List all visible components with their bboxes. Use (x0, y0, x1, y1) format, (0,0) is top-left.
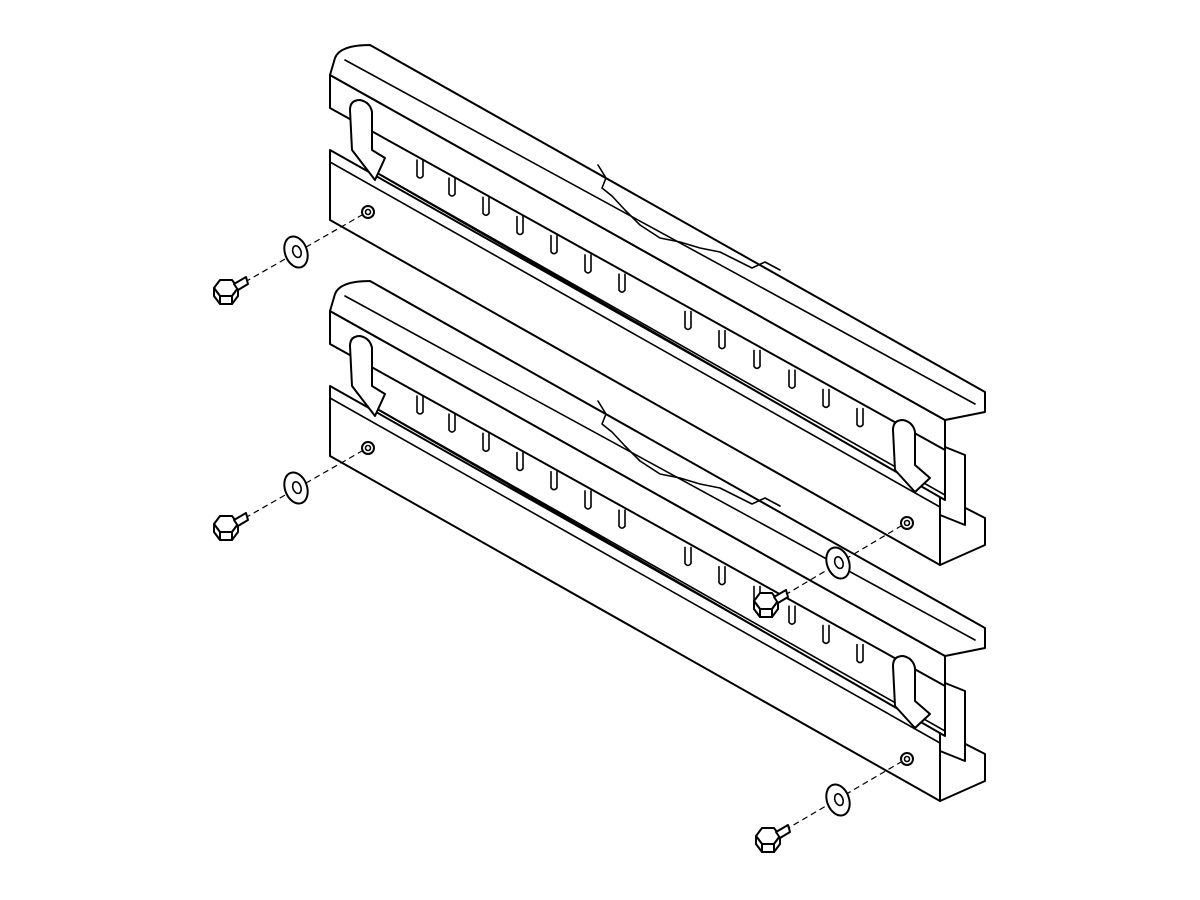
fastener-set-4 (755, 761, 902, 853)
fastener-set-3 (753, 525, 902, 618)
fastener-set-1 (213, 214, 363, 305)
adjustment-slot (584, 490, 592, 510)
washer (279, 468, 313, 508)
adjustment-slot (718, 565, 726, 586)
adjustment-slot (516, 215, 524, 236)
adjustment-slot (684, 310, 692, 331)
adjustment-slot (788, 369, 796, 389)
hex-bolt (213, 512, 249, 541)
adjustment-slot (550, 470, 558, 491)
adjustment-slot (416, 395, 424, 415)
adjustment-slot (482, 196, 490, 217)
hex-bolt (755, 824, 791, 853)
adjustment-slot (822, 624, 830, 645)
adjustment-slot (516, 451, 524, 472)
washer (821, 780, 855, 820)
washer (279, 232, 313, 272)
adjustment-slot (856, 407, 864, 428)
adjustment-slot (856, 643, 864, 664)
adjustment-slot (618, 273, 626, 293)
fastener-set-2 (213, 450, 363, 541)
adjustment-slot (718, 329, 726, 350)
adjustment-slot (584, 254, 592, 274)
adjustment-slot (482, 432, 490, 453)
mounting-rail-top (329, 44, 986, 566)
adjustment-slot (822, 388, 830, 409)
adjustment-slot (448, 413, 456, 433)
adjustment-slot (788, 605, 796, 625)
adjustment-slot (684, 546, 692, 567)
adjustment-slot (550, 234, 558, 255)
hex-bolt (213, 276, 249, 305)
adjustment-slot (753, 349, 761, 370)
adjustment-slot (448, 177, 456, 197)
adjustment-slot (618, 509, 626, 529)
adjustment-slot (416, 159, 424, 179)
